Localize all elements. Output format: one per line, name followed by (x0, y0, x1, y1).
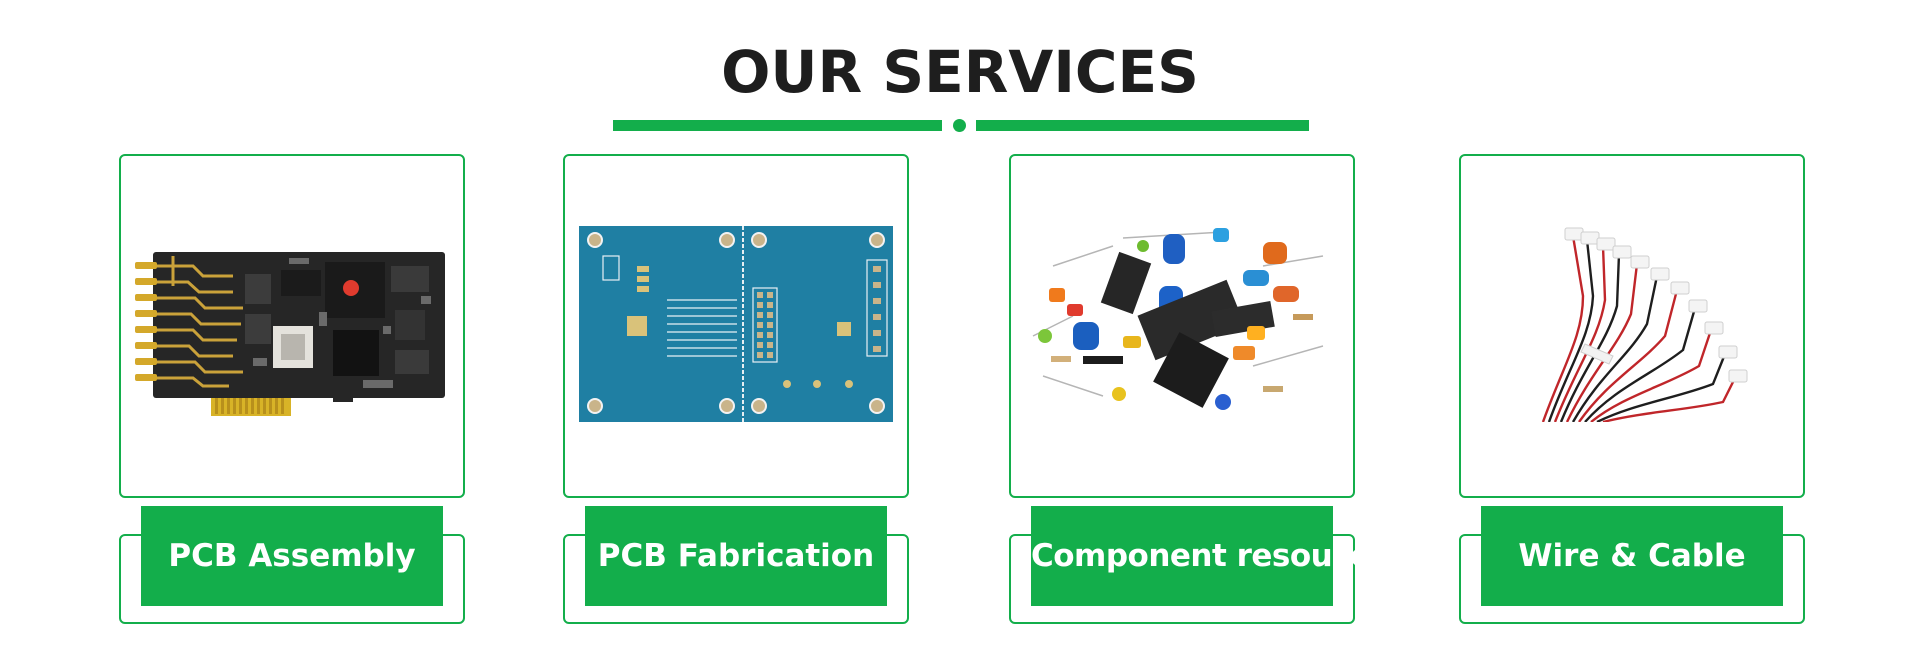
pcb-fabrication-board-image (577, 226, 895, 422)
service-label-wire-cable[interactable]: Wire & Cable (1481, 506, 1783, 606)
title-divider-left (613, 120, 942, 131)
service-card-pcb-assembly[interactable]: PCB Assembly (119, 154, 465, 624)
pcb-assembly-board-image (133, 226, 451, 422)
service-card-component-resource[interactable]: Component resouce (1009, 154, 1371, 624)
service-card-wire-cable[interactable]: Wire & Cable (1459, 154, 1805, 624)
wire-harness-image (1473, 226, 1791, 422)
service-label-pcb-assembly[interactable]: PCB Assembly (141, 506, 443, 606)
service-card-frame (1009, 154, 1355, 498)
section-title: OUR SERVICES (721, 38, 1199, 106)
title-divider-dot (953, 119, 966, 132)
service-label-pcb-fabrication[interactable]: PCB Fabrication (585, 506, 887, 606)
title-divider-right (976, 120, 1309, 131)
service-label-component-resource[interactable]: Component resouce (1031, 506, 1371, 606)
electronic-components-image (1023, 226, 1341, 422)
service-card-pcb-fabrication[interactable]: PCB Fabrication (563, 154, 909, 624)
service-card-frame (1459, 154, 1805, 498)
